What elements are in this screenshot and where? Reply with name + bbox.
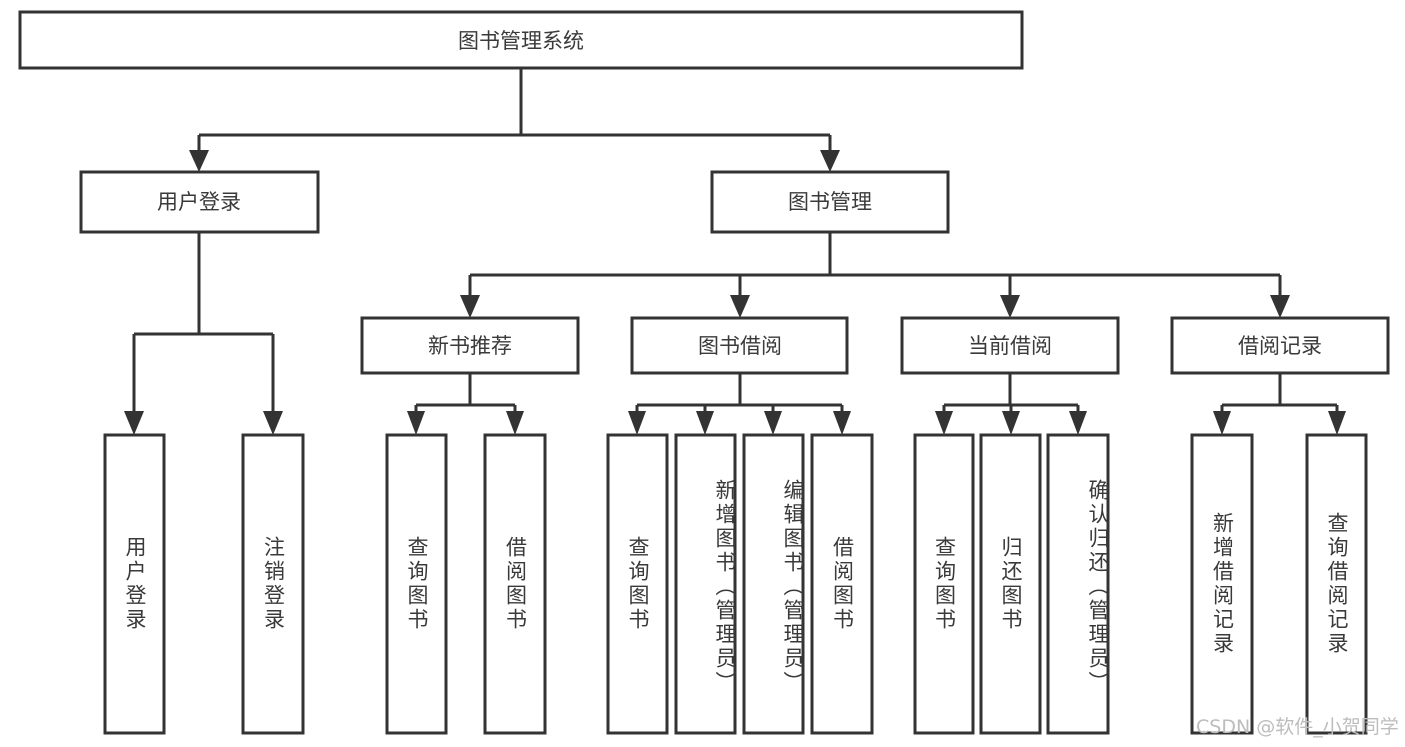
node-leaf-borrow-book-2-box[interactable] xyxy=(810,433,874,735)
connector-group-book-borrow xyxy=(628,373,851,435)
arrowhead-leaf-return-book xyxy=(1002,411,1020,435)
node-leaf-return-book-label: 归还图书 xyxy=(999,536,1023,632)
arrowhead-leaf-user-logout xyxy=(263,411,283,435)
node-leaf-query-book-3-box[interactable] xyxy=(913,433,975,735)
node-leaf-user-login-box[interactable] xyxy=(103,433,166,735)
node-leaf-query-book-1-label: 查询图书 xyxy=(405,536,429,632)
node-leaf-query-book-2-label: 查询图书 xyxy=(626,536,650,632)
arrowhead-leaf-edit-book-admin xyxy=(764,411,782,435)
node-leaf-user-logout-label: 注销登录 xyxy=(261,536,286,632)
node-borrow-record-label: 借阅记录 xyxy=(1238,334,1322,358)
arrowhead-leaf-borrow-book-1 xyxy=(506,411,524,435)
connector-group-current-borrow xyxy=(935,373,1087,435)
node-leaf-confirm-return-admin-label: 确认归还（管理员） xyxy=(1086,479,1110,695)
arrowhead-current-borrow xyxy=(1000,295,1020,318)
arrowhead-leaf-user-login xyxy=(124,411,144,435)
node-user-login-box[interactable] xyxy=(79,170,320,234)
arrowhead-borrow-record xyxy=(1270,295,1290,318)
node-current-borrow-box[interactable] xyxy=(900,316,1120,375)
arrowhead-leaf-query-borrow-record xyxy=(1328,411,1346,435)
node-leaf-add-book-admin-label: 新增图书（管理员） xyxy=(713,479,737,695)
node-book-borrow[interactable]: 图书借阅 xyxy=(630,316,849,375)
node-borrow-record-box[interactable] xyxy=(1170,316,1390,375)
node-root[interactable]: 图书管理系统 xyxy=(18,10,1024,70)
node-current-borrow[interactable]: 当前借阅 xyxy=(900,316,1120,375)
arrowhead-leaf-query-book-2 xyxy=(628,411,646,435)
node-book-borrow-box[interactable] xyxy=(630,316,849,375)
node-leaf-add-book-admin-box[interactable] xyxy=(674,433,737,735)
node-leaf-borrow-book-1-box[interactable] xyxy=(483,433,547,735)
arrowhead-leaf-query-book-1 xyxy=(407,411,425,435)
node-book-manage[interactable]: 图书管理 xyxy=(710,170,950,234)
node-book-borrow-label: 图书借阅 xyxy=(698,334,782,358)
arrowhead-leaf-confirm-return-admin xyxy=(1069,411,1087,435)
node-book-manage-box[interactable] xyxy=(710,170,950,234)
connector-group-borrow-record xyxy=(1213,373,1346,435)
csdn-watermark: CSDN @软件_小贺同学 xyxy=(1196,716,1399,738)
node-book-manage-label: 图书管理 xyxy=(788,190,872,214)
node-leaf-query-book-3-label: 查询图书 xyxy=(932,536,957,632)
connector-group-user-login xyxy=(124,232,283,435)
node-new-book-rec-box[interactable] xyxy=(360,316,580,375)
arrowhead-leaf-borrow-book-2 xyxy=(833,411,851,435)
node-leaf-user-login-label: 用户登录 xyxy=(123,536,147,632)
node-leaf-add-borrow-record-box[interactable] xyxy=(1190,433,1254,735)
node-user-login-label: 用户登录 xyxy=(157,190,241,214)
arrowhead-user-login xyxy=(189,150,209,172)
node-leaf-query-book-2-box[interactable] xyxy=(606,433,669,735)
node-root-box[interactable] xyxy=(18,10,1024,70)
node-leaf-query-book-1-box[interactable] xyxy=(385,433,448,735)
connector-group-root xyxy=(189,68,840,172)
node-new-book-rec[interactable]: 新书推荐 xyxy=(360,316,580,375)
node-leaf-user-logout-box[interactable] xyxy=(241,433,305,735)
node-leaf-query-borrow-record-box[interactable] xyxy=(1305,433,1368,735)
arrowhead-leaf-add-book-admin xyxy=(696,411,714,435)
node-leaf-query-borrow-record-label: 查询借阅记录 xyxy=(1325,512,1349,656)
arrowhead-new-book-rec xyxy=(460,295,480,318)
node-borrow-record[interactable]: 借阅记录 xyxy=(1170,316,1390,375)
node-leaf-confirm-return-admin-box[interactable] xyxy=(1046,433,1110,735)
arrowhead-book-borrow xyxy=(730,295,750,318)
node-leaf-edit-book-admin-box[interactable] xyxy=(742,433,805,735)
node-leaf-return-book-box[interactable] xyxy=(979,433,1042,735)
node-leaf-edit-book-admin-label: 编辑图书（管理员） xyxy=(781,479,805,695)
node-current-borrow-label: 当前借阅 xyxy=(968,334,1052,358)
arrowhead-leaf-query-book-3 xyxy=(935,411,953,435)
node-leaf-borrow-book-1-label: 借阅图书 xyxy=(503,536,528,632)
arrowhead-leaf-add-borrow-record xyxy=(1213,411,1231,435)
connector-group-book-manage xyxy=(460,232,1290,318)
node-root-label: 图书管理系统 xyxy=(458,29,584,53)
connector-group-new-book-rec xyxy=(407,373,524,435)
arrowhead-book-manage xyxy=(820,150,840,172)
node-user-login[interactable]: 用户登录 xyxy=(79,170,320,234)
node-leaf-add-borrow-record-label: 新增借阅记录 xyxy=(1210,512,1235,656)
node-leaf-borrow-book-2-label: 借阅图书 xyxy=(830,536,855,632)
node-new-book-rec-label: 新书推荐 xyxy=(428,334,512,358)
